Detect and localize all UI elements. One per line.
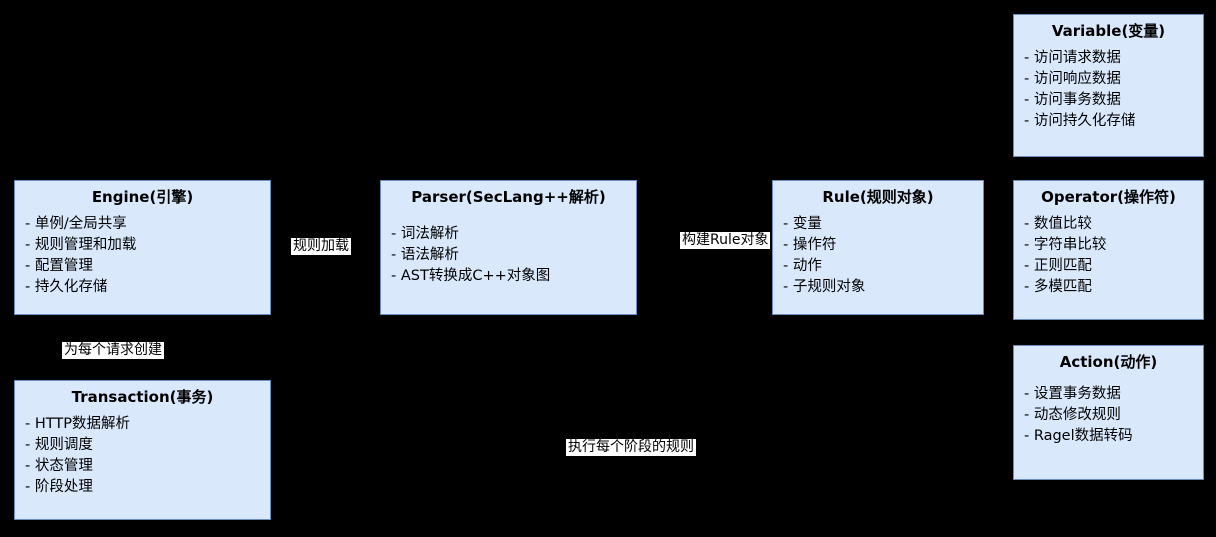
node-item: - 变量 — [783, 216, 822, 232]
node-variable: Variable(变量) - 访问请求数据 - 访问响应数据 - 访问事务数据 … — [1013, 14, 1204, 157]
node-item: - 操作符 — [783, 237, 837, 253]
node-parser-title: Parser(SecLang++解析) — [411, 188, 606, 206]
node-rule-items: - 变量 - 操作符 - 动作 - 子规则对象 — [773, 207, 983, 298]
edge-label-load-rules: 规则加载 — [291, 238, 351, 255]
node-rule-title: Rule(规则对象) — [822, 188, 934, 206]
node-item: - 访问请求数据 — [1024, 50, 1121, 66]
node-item: - 配置管理 — [25, 258, 93, 274]
node-action: Action(动作) - 设置事务数据 - 动态修改规则 - Ragel数据转码 — [1013, 345, 1204, 480]
node-operator-items: - 数值比较 - 字符串比较 - 正则匹配 - 多模匹配 — [1014, 207, 1203, 298]
node-operator: Operator(操作符) - 数值比较 - 字符串比较 - 正则匹配 - 多模… — [1013, 180, 1204, 320]
node-parser: Parser(SecLang++解析) - 词法解析 - 语法解析 - AST转… — [380, 180, 637, 315]
node-engine-items: - 单例/全局共享 - 规则管理和加载 - 配置管理 - 持久化存储 — [15, 207, 270, 298]
node-item: - 动作 — [783, 258, 822, 274]
node-item: - AST转换成C++对象图 — [391, 268, 551, 284]
node-variable-title: Variable(变量) — [1051, 22, 1166, 40]
edge-label-per-request: 为每个请求创建 — [62, 342, 164, 359]
node-transaction: Transaction(事务) - HTTP数据解析 - 规则调度 - 状态管理… — [14, 380, 271, 520]
node-variable-items: - 访问请求数据 - 访问响应数据 - 访问事务数据 - 访问持久化存储 — [1014, 41, 1203, 132]
node-item: - 持久化存储 — [25, 279, 108, 295]
node-action-title: Action(动作) — [1059, 353, 1158, 371]
node-parser-items: - 词法解析 - 语法解析 - AST转换成C++对象图 — [381, 207, 636, 287]
node-item: - 访问事务数据 — [1024, 92, 1121, 108]
node-action-items: - 设置事务数据 - 动态修改规则 - Ragel数据转码 — [1014, 372, 1203, 447]
node-operator-title: Operator(操作符) — [1041, 188, 1176, 206]
node-engine-title: Engine(引擎) — [91, 188, 194, 206]
node-item: - 多模匹配 — [1024, 279, 1092, 295]
node-item: - 状态管理 — [25, 458, 93, 474]
node-transaction-items: - HTTP数据解析 - 规则调度 - 状态管理 - 阶段处理 — [15, 407, 270, 498]
node-item: - 规则管理和加载 — [25, 237, 137, 253]
node-transaction-title: Transaction(事务) — [71, 388, 214, 406]
node-item: - Ragel数据转码 — [1024, 428, 1133, 444]
node-item: - 设置事务数据 — [1024, 386, 1121, 402]
node-rule: Rule(规则对象) - 变量 - 操作符 - 动作 - 子规则对象 — [772, 180, 984, 315]
node-item: - HTTP数据解析 — [25, 416, 130, 432]
node-item: - 子规则对象 — [783, 279, 866, 295]
node-item: - 访问响应数据 — [1024, 71, 1121, 87]
node-item: - 数值比较 — [1024, 216, 1092, 232]
node-item: - 动态修改规则 — [1024, 407, 1121, 423]
edge-label-execute-phases: 执行每个阶段的规则 — [566, 439, 696, 456]
node-item: - 阶段处理 — [25, 479, 93, 495]
node-item: - 词法解析 — [391, 226, 459, 242]
node-item: - 字符串比较 — [1024, 237, 1107, 253]
node-item: - 单例/全局共享 — [25, 216, 127, 232]
node-item: - 规则调度 — [25, 437, 93, 453]
node-item: - 访问持久化存储 — [1024, 113, 1136, 129]
node-engine: Engine(引擎) - 单例/全局共享 - 规则管理和加载 - 配置管理 - … — [14, 180, 271, 315]
node-item: - 正则匹配 — [1024, 258, 1092, 274]
node-item: - 语法解析 — [391, 247, 459, 263]
edge-label-build-rule: 构建Rule对象 — [680, 232, 771, 249]
